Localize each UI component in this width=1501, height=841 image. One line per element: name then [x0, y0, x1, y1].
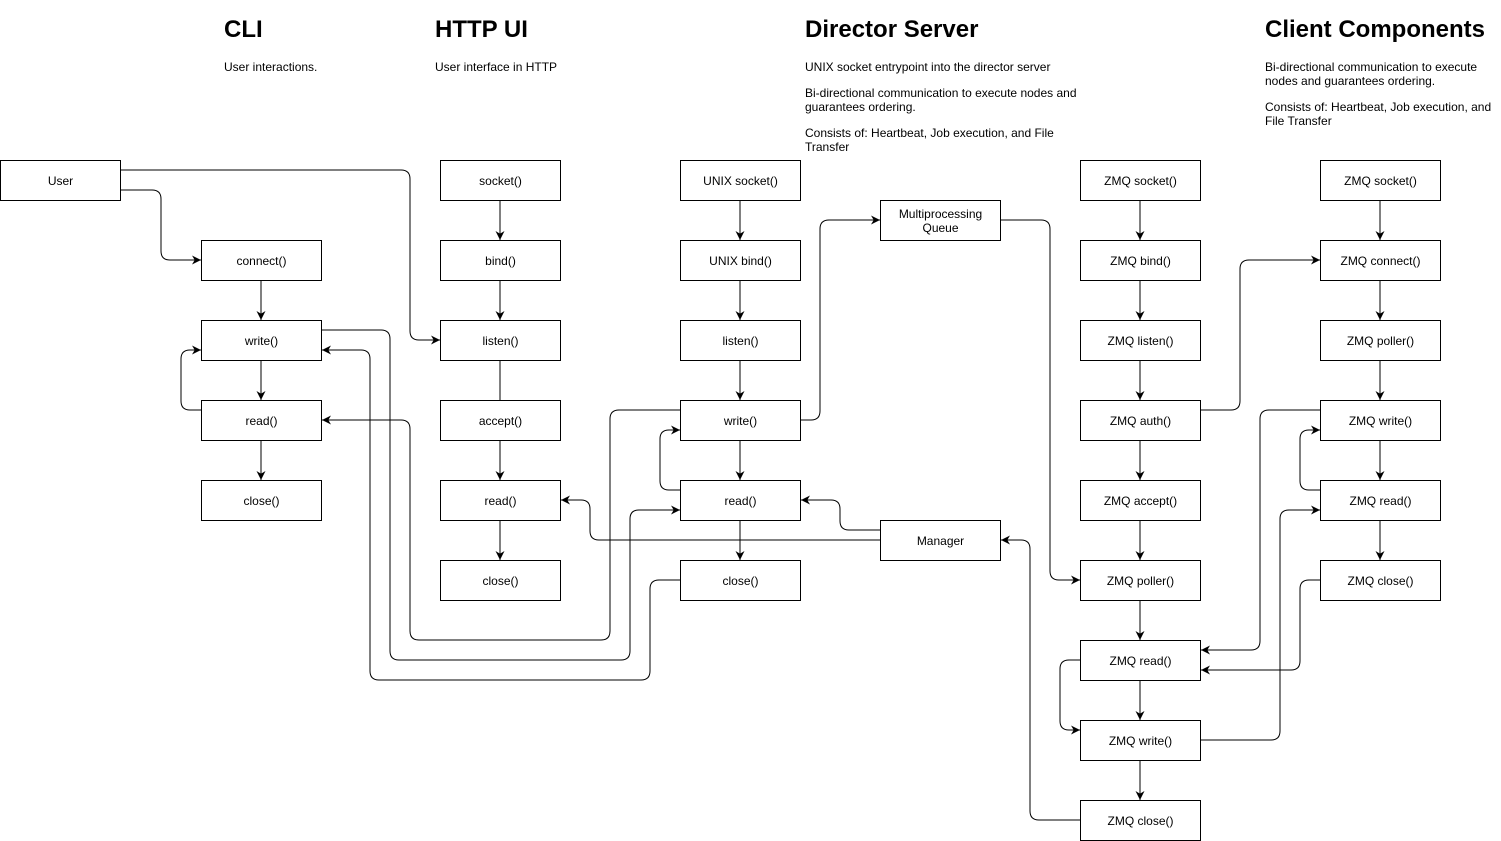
node-dir-close: close()	[680, 560, 801, 601]
edge-zc-read-loop-to-write	[1299, 425, 1320, 491]
node-zmq-server-read: ZMQ read()	[1080, 640, 1201, 681]
node-zmq-server-poller: ZMQ poller()	[1080, 560, 1201, 601]
edge-user-to-http-listen	[121, 169, 440, 345]
edge-queue-to-zmq-poller	[1001, 219, 1080, 585]
node-zmq-server-auth: ZMQ auth()	[1080, 400, 1201, 441]
edge-manager-to-dir-read	[801, 495, 880, 531]
column-title-director-server: Director Server	[805, 16, 979, 43]
edge-dir-close-to-cli-write	[322, 345, 680, 681]
node-http-socket: socket()	[440, 160, 561, 201]
node-zmq-client-write: ZMQ write()	[1320, 400, 1441, 441]
edge-zc-write-to-zs-read	[1201, 409, 1320, 655]
node-zmq-server-close: ZMQ close()	[1080, 800, 1201, 841]
node-zmq-server-accept: ZMQ accept()	[1080, 480, 1201, 521]
node-cli-close: close()	[201, 480, 322, 521]
edge-zs-write-to-zc-read	[1201, 505, 1320, 741]
node-http-accept: accept()	[440, 400, 561, 441]
node-cli-write: write()	[201, 320, 322, 361]
edge-zc-close-to-zs-read	[1201, 579, 1320, 675]
node-dir-write: write()	[680, 400, 801, 441]
edge-dir-write-to-cli-read	[322, 409, 680, 641]
node-cli-read: read()	[201, 400, 322, 441]
description-line: Consists of: Heartbeat, Job execution, a…	[1265, 100, 1492, 128]
node-dir-unix-bind: UNIX bind()	[680, 240, 801, 281]
description-line: Consists of: Heartbeat, Job execution, a…	[805, 126, 1054, 154]
description-line: Bi-directional communication to execute …	[1265, 60, 1478, 88]
edge-zmq-close-to-manager	[1001, 535, 1080, 821]
node-zmq-client-close: ZMQ close()	[1320, 560, 1441, 601]
node-zmq-client-poller: ZMQ poller()	[1320, 320, 1441, 361]
column-title-http-ui: HTTP UI	[435, 16, 528, 43]
edge-zs-read-loop-to-write	[1059, 659, 1080, 735]
edge-dir-read-loop-to-write	[659, 425, 680, 491]
node-http-bind: bind()	[440, 240, 561, 281]
edge-manager-to-http-read	[561, 495, 880, 541]
edge-dir-write-to-queue	[801, 215, 880, 421]
node-zmq-server-bind: ZMQ bind()	[1080, 240, 1201, 281]
node-dir-listen: listen()	[680, 320, 801, 361]
node-cli-connect: connect()	[201, 240, 322, 281]
node-zmq-server-socket: ZMQ socket()	[1080, 160, 1201, 201]
node-http-read: read()	[440, 480, 561, 521]
node-zmq-client-read: ZMQ read()	[1320, 480, 1441, 521]
node-multiprocessing-queue: Multiprocessing Queue	[880, 200, 1001, 241]
node-http-close: close()	[440, 560, 561, 601]
edge-read-loop-to-write	[180, 345, 201, 411]
node-zmq-server-write: ZMQ write()	[1080, 720, 1201, 761]
node-manager: Manager	[880, 520, 1001, 561]
node-user: User	[0, 160, 121, 201]
node-zmq-client-socket: ZMQ socket()	[1320, 160, 1441, 201]
description-line: Bi-directional communication to execute …	[805, 86, 1077, 114]
node-http-listen: listen()	[440, 320, 561, 361]
column-title-client-components: Client Components	[1265, 16, 1485, 43]
description-line: User interactions.	[224, 60, 318, 74]
node-zmq-server-listen: ZMQ listen()	[1080, 320, 1201, 361]
node-dir-unix-socket: UNIX socket()	[680, 160, 801, 201]
description-line: User interface in HTTP	[435, 60, 558, 74]
column-title-cli: CLI	[224, 16, 263, 43]
node-zmq-client-connect: ZMQ connect()	[1320, 240, 1441, 281]
column-description-client-components: Bi-directional communication to execute …	[1265, 60, 1497, 140]
edge-zc-connect-to-zs-auth	[1192, 255, 1320, 415]
edge-user-to-connect	[121, 189, 201, 265]
description-line: UNIX socket entrypoint into the director…	[805, 60, 1051, 74]
edge-cli-write-to-dir-read	[322, 329, 680, 661]
column-description-cli: User interactions.	[224, 60, 414, 86]
column-description-director-server: UNIX socket entrypoint into the director…	[805, 60, 1080, 166]
column-description-http-ui: User interface in HTTP	[435, 60, 635, 86]
node-dir-read: read()	[680, 480, 801, 521]
